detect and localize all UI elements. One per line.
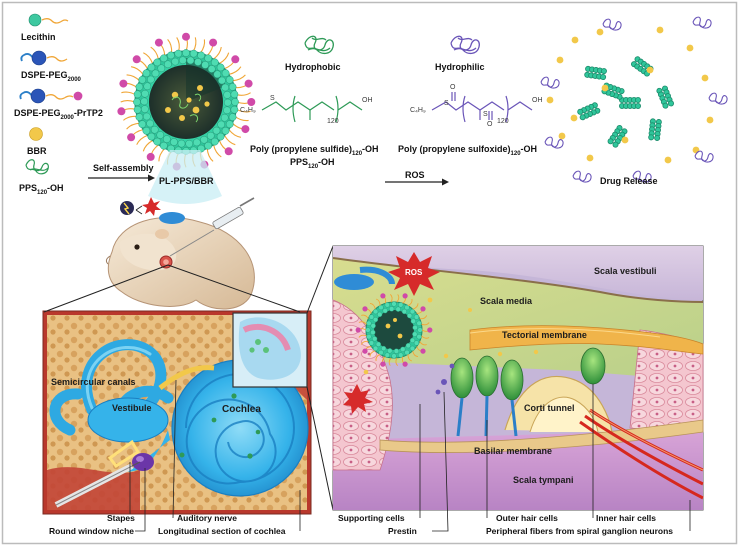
legend-dspe-peg: DSPE-PEG2000 (21, 70, 81, 83)
corti-label: Corti tunnel (524, 403, 575, 413)
pps-oh-icon (25, 159, 49, 175)
ros-label: ROS (405, 170, 425, 180)
chem-s-right2: S (483, 111, 488, 118)
inner-hair-cells-label: Inner hair cells (596, 513, 656, 523)
drug-release-nanoparticle (540, 16, 728, 183)
scala-tympani-label: Scala tympani (513, 475, 574, 485)
vestibule-label: Vestibule (112, 403, 152, 413)
chem-oh-left: OH (362, 97, 373, 104)
chem-s-left: S (270, 95, 275, 102)
ear-panel (42, 310, 312, 515)
legend-pps-oh: PPS120-OH (19, 183, 64, 196)
chem-oh-right: OH (532, 97, 543, 104)
dspe-peg-prtp2-icon (19, 88, 83, 104)
pps-name-label: Poly (propylene sulfide)120-OH (250, 144, 379, 157)
round-window-label: Round window niche (49, 526, 134, 536)
dspe-peg-icon (20, 50, 68, 66)
legend-bbr: BBR (27, 146, 47, 156)
chem-n-left: 120 (327, 118, 339, 125)
chem-c4h9-right: C₄H₉ (410, 107, 426, 114)
stapes-label: Stapes (107, 513, 135, 523)
scala-media-label: Scala media (480, 296, 533, 306)
peripheral-fibers-label: Peripheral fibers from spiral ganglion n… (486, 526, 674, 536)
ppso-structure (431, 92, 533, 123)
self-assembly-label: Self-assembly (93, 163, 154, 173)
ros-icons-small (120, 197, 185, 224)
auditory-nerve-label: Auditory nerve (177, 513, 237, 523)
prestin-label: Prestin (388, 526, 417, 536)
cochlea-section-panel (332, 245, 704, 511)
ros-badge-label: ROS (405, 268, 423, 277)
hydrophilic-tangle-icon (450, 35, 480, 55)
bbr-icon (29, 127, 43, 141)
nanoparticle-label: PL-PPS/BBR (159, 176, 214, 186)
semicircular-label: Semicircular canals (51, 377, 136, 387)
outer-hair-cells-label: Outer hair cells (496, 513, 558, 523)
legend-icons (19, 13, 83, 175)
supporting-cells-label: Supporting cells (338, 513, 405, 523)
hydrophobic-tangle-icon (304, 35, 334, 55)
chem-o-right2: O (487, 121, 493, 128)
hydrophilic-label: Hydrophilic (435, 62, 485, 72)
hydrophobic-label: Hydrophobic (285, 62, 341, 72)
legend-dspe-peg-prtp2: DSPE-PEG2000-PrTP2 (14, 108, 103, 121)
self-assembly-arrow (88, 174, 155, 182)
ros-arrow (385, 178, 449, 186)
longitudinal-label: Longitudinal section of cochlea (158, 526, 286, 536)
drug-release-label: Drug Release (600, 176, 658, 186)
chem-o-right1: O (450, 84, 456, 91)
tectorial-label: Tectorial membrane (502, 330, 587, 340)
pps-short-label: PPS120-OH (290, 157, 335, 170)
nanoparticle-pl-pps-bbr (117, 32, 256, 204)
chem-c4h9-left: C₄H₉ (240, 107, 256, 114)
ppso-name-label: Poly (propylene sulfoxide)120-OH (398, 144, 538, 157)
chem-n-right: 120 (497, 118, 509, 125)
syringe-icon (169, 197, 255, 257)
guinea-pig-illustration (105, 216, 255, 310)
scala-vestibuli-label: Scala vestibuli (594, 266, 657, 276)
basilar-label: Basilar membrane (474, 446, 553, 456)
lecithin-icon (28, 13, 69, 27)
chem-s-right1: S (444, 100, 449, 107)
legend-lecithin: Lecithin (21, 32, 56, 42)
pps-structure (261, 95, 363, 123)
cochlea-label: Cochlea (222, 404, 261, 415)
